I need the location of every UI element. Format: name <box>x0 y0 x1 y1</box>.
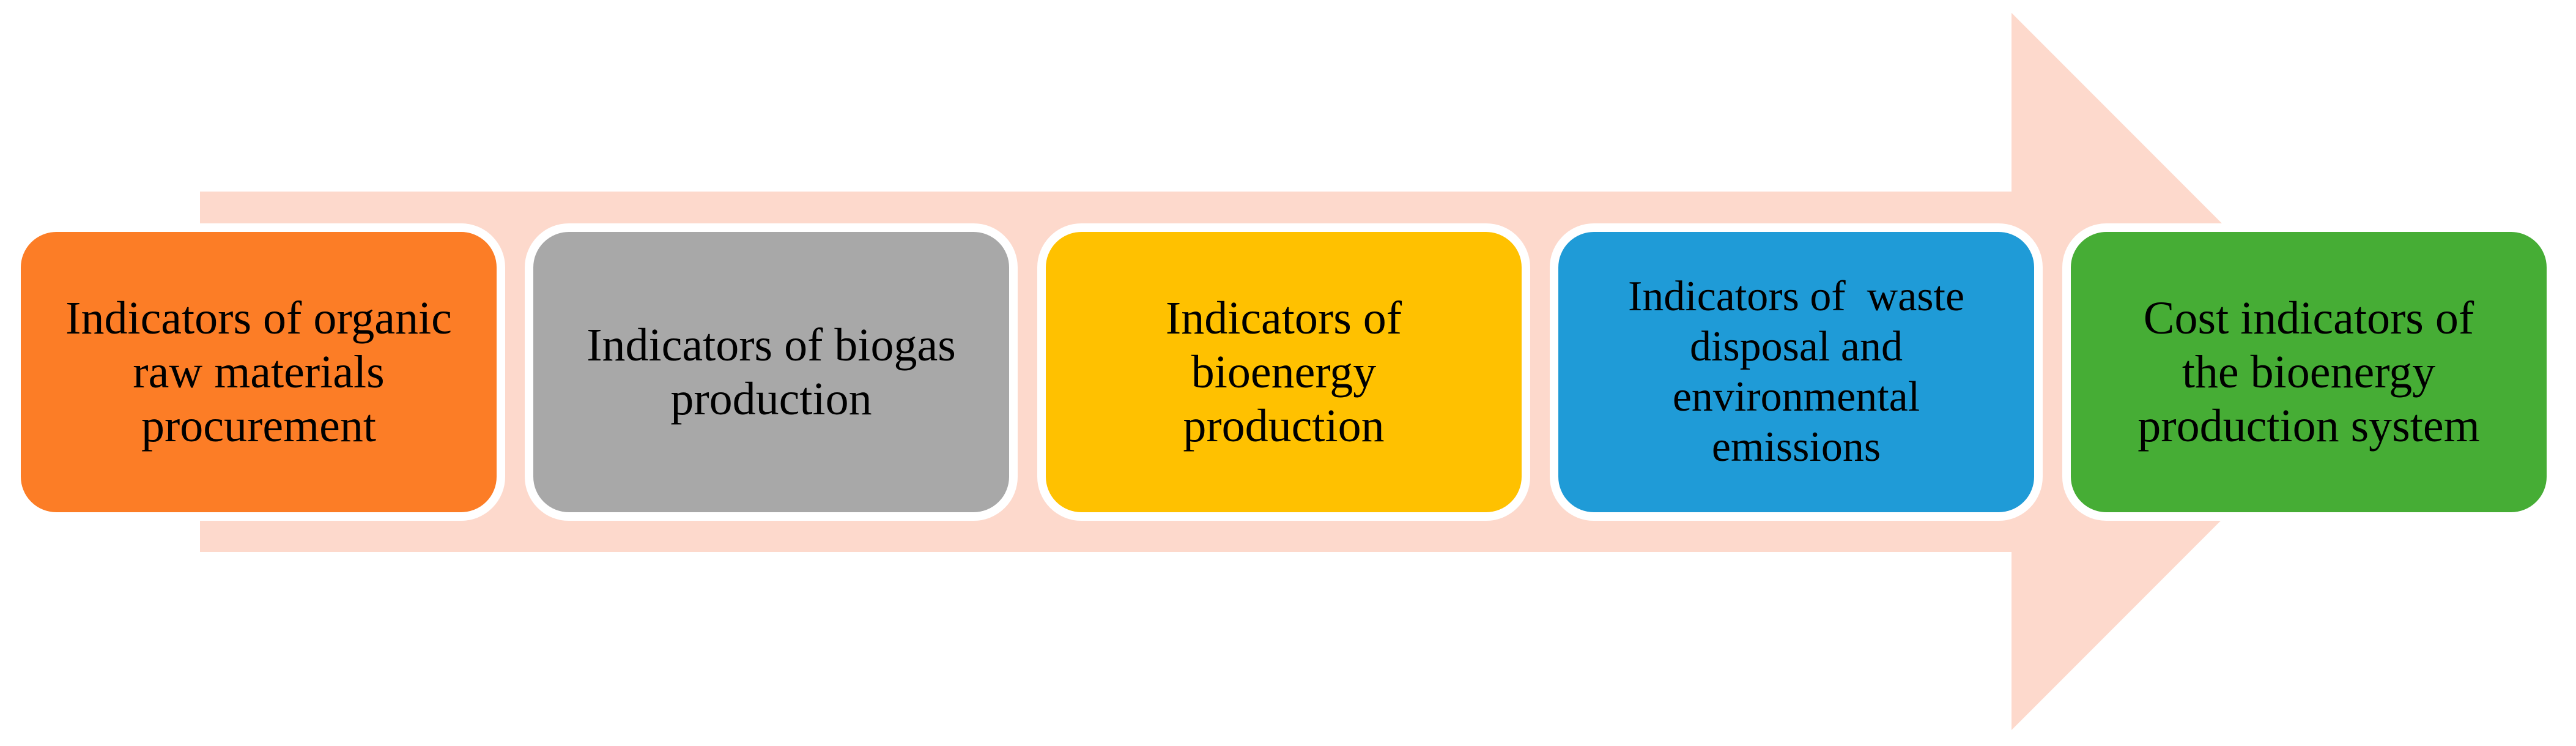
stage-box-text-line: Indicators of organic <box>65 293 452 344</box>
stage-box-text-line: Indicators of waste <box>1627 273 1965 320</box>
stage-box-text-line: Indicators of biogas <box>587 319 956 371</box>
stage-box-text-line: production <box>1183 400 1385 452</box>
stage-box-text-line: environmental <box>1672 373 1920 420</box>
stage-box-organic-raw-materials-procurement: Indicators of organic raw materials proc… <box>12 223 505 521</box>
stage-box-cost-indicators: Cost indicators of the bioenergy product… <box>2062 223 2555 521</box>
stage-box-text-line: bioenergy <box>1191 346 1377 398</box>
stage-box-biogas-production: Indicators of biogas production <box>525 223 1018 521</box>
stage-box-text-line: Indicators of <box>1165 293 1402 344</box>
stage-box-text-line: the bioenergy <box>2182 346 2436 398</box>
stage-box-waste-disposal-environmental-emissions: Indicators of waste disposal and environ… <box>1550 223 2043 521</box>
stage-box-text-line: production <box>670 373 872 425</box>
stage-box-bioenergy-production: Indicators of bioenergy production <box>1037 223 1530 521</box>
stage-box-text-line: procurement <box>141 400 377 452</box>
stage-box-text-line: Cost indicators of <box>2143 293 2474 344</box>
stage-box-text-line: production system <box>2137 400 2480 452</box>
stage-box-text-line: raw materials <box>133 346 385 398</box>
stage-box-text-line: disposal and <box>1689 323 1903 370</box>
stage-box-text-line: emissions <box>1711 423 1881 471</box>
